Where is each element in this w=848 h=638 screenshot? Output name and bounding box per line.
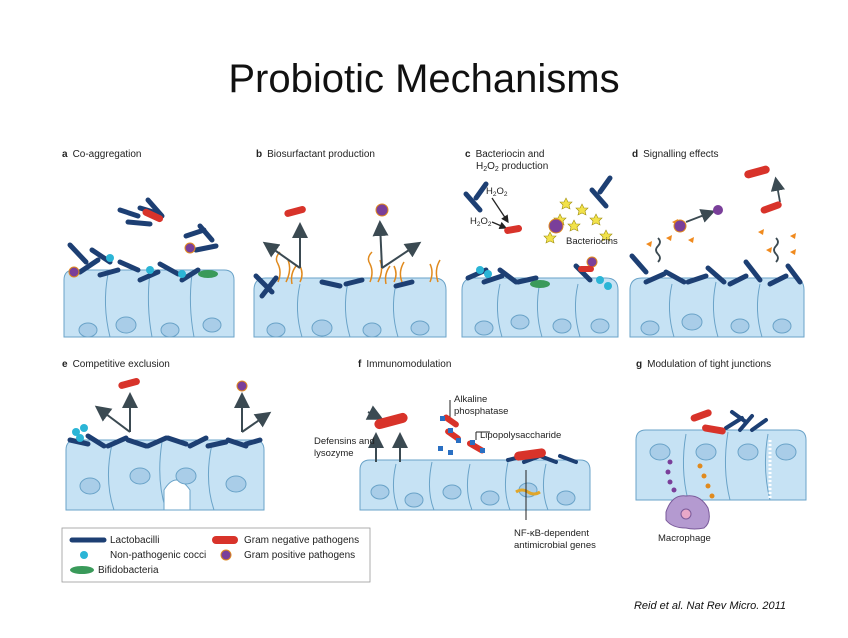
gram-negative-g <box>690 409 712 422</box>
alkaline-label-1: Alkaline <box>454 394 487 405</box>
defensins-label-1: Defensins and <box>314 436 375 447</box>
legend-gram-pos: Gram positive pathogens <box>244 550 355 561</box>
lactobacilli-d <box>629 253 803 287</box>
gram-negative-c <box>504 225 523 234</box>
defensins-label-2: lysozyme <box>314 448 354 459</box>
biosurfactant <box>275 251 441 285</box>
gram-negative-d <box>760 201 782 214</box>
macrophage-nucleus <box>680 508 692 520</box>
gram-negative-f-2 <box>514 448 546 461</box>
cocci-e-2 <box>80 424 88 432</box>
legend-cocci-swatch <box>80 551 88 559</box>
gram-negative-e <box>118 378 140 389</box>
epithelium-f <box>359 459 591 511</box>
arrows-e <box>94 392 272 433</box>
epithelium-e <box>65 439 265 511</box>
arrows-f <box>365 405 408 462</box>
legend-gram-neg-swatch <box>212 536 238 544</box>
legend-bifido: Bifidobacteria <box>98 565 159 576</box>
epithelium-a <box>63 269 235 338</box>
arrows-b <box>262 220 422 269</box>
pathogens-a <box>68 208 218 278</box>
citation: Reid et al. Nat Rev Micro. 2011 <box>634 600 786 612</box>
gram-positive-c <box>548 218 564 234</box>
gram-negative-d-2 <box>744 165 770 179</box>
gram-negative-g-2 <box>702 424 726 435</box>
legend-cocci: Non-pathogenic cocci <box>110 550 206 561</box>
lactobacilli-g <box>724 410 768 432</box>
cocci-e-1 <box>72 428 80 436</box>
macrophage-label: Macrophage <box>658 533 711 544</box>
gram-negative-b <box>284 206 306 217</box>
panel-c-label-line2: H2O2 production <box>476 161 548 173</box>
nfkb-label-1: NF-κB-dependent <box>514 528 589 539</box>
translocating-particles <box>665 459 715 499</box>
legend-bifido-swatch <box>70 566 94 574</box>
gram-positive-e <box>236 380 248 392</box>
lps-group <box>438 431 490 455</box>
lactobacilli-c <box>463 175 613 285</box>
h2o2-label-1: H2O2 <box>486 186 508 198</box>
nfkb-label-2: antimicrobial genes <box>514 540 596 551</box>
bacteriocins-label: Bacteriocins <box>566 236 618 247</box>
nfkb-marker <box>515 488 541 496</box>
lactobacilli-b <box>253 273 415 299</box>
gram-positive-d <box>673 219 687 233</box>
gram-positive-b <box>375 203 389 217</box>
commensals-c <box>476 256 612 290</box>
cocci-e-3 <box>76 434 84 442</box>
legend-gram-neg: Gram negative pathogens <box>244 535 359 546</box>
legend-gram-pos-swatch <box>220 549 232 561</box>
h2o2-label-2: H2O2 <box>470 216 492 228</box>
legend-lactobacilli: Lactobacilli <box>110 535 159 546</box>
lactobacilli-cluster-a <box>67 197 219 283</box>
epithelium-c <box>461 277 619 338</box>
page-title: Probiotic Mechanisms <box>228 57 619 101</box>
signals-d <box>655 176 786 263</box>
arrows-c <box>491 197 509 230</box>
legend: Lactobacilli Non-pathogenic cocci Bifido… <box>61 527 371 583</box>
alkaline-phosphatase-group <box>440 400 461 443</box>
epithelium-g <box>635 429 807 501</box>
lactobacilli-e <box>67 433 263 449</box>
lps-label: Lipopolysaccharide <box>480 430 561 441</box>
epithelium-b <box>253 277 447 338</box>
signal-molecules-d <box>646 219 796 255</box>
epithelium-d <box>629 277 805 338</box>
gram-positive-d-2 <box>713 205 723 215</box>
alkaline-label-2: phosphatase <box>454 406 508 417</box>
gram-negative-f <box>374 412 408 430</box>
